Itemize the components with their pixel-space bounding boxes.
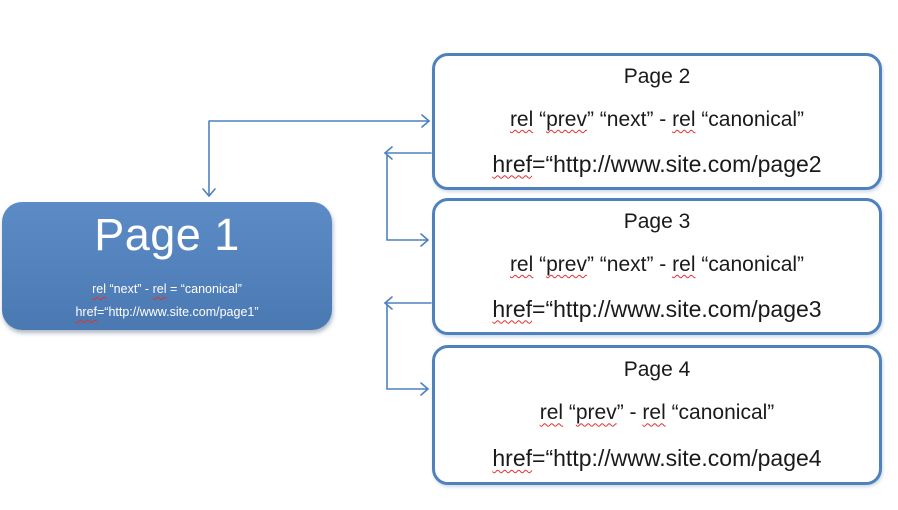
squiggle-word: rel	[92, 282, 107, 296]
page3-title: Page 3	[623, 210, 691, 234]
connector-page3-page4-line	[386, 304, 428, 390]
squiggle-word: rel	[509, 107, 534, 131]
page1-href-line: href=“http://www.site.com/page1”	[2, 301, 332, 324]
squiggle-word: rel	[642, 401, 666, 425]
text-segment: ” “next” -	[586, 107, 673, 131]
text-segment: “next” -	[106, 282, 153, 296]
text-segment: ” “next” -	[586, 252, 673, 276]
text-segment: “canonical”	[695, 107, 805, 131]
page1-box: Page 1 rel “next” - rel = “canonical” hr…	[2, 202, 332, 330]
squiggle-word: href	[492, 445, 533, 472]
page1-rel-line: rel “next” - rel = “canonical”	[2, 278, 332, 301]
text-segment: =“http://www.site.com/page2	[532, 150, 822, 177]
text-segment: “canonical”	[665, 401, 775, 425]
text-segment: =“http://www.site.com/page3	[532, 295, 822, 322]
page1-title: Page 1	[94, 209, 240, 260]
connector-page2-page3	[383, 146, 432, 247]
connector-page1-page2-line	[208, 120, 430, 195]
page4-href-line: href=“http://www.site.com/page4	[435, 445, 879, 472]
squiggle-word: href	[75, 305, 97, 319]
page4-box: Page 4 rel “prev” - rel “canonical” href…	[432, 345, 882, 485]
text-segment: “	[563, 401, 576, 425]
page2-box: Page 2 rel “prev” “next” - rel “canonica…	[432, 53, 882, 190]
text-segment: =“http://www.site.com/page4	[532, 445, 822, 472]
page3-rel-line: rel “prev” “next” - rel “canonical”	[435, 253, 879, 277]
text-segment: ” -	[616, 401, 643, 425]
squiggle-word: rel	[672, 252, 696, 276]
page2-rel-line: rel “prev” “next” - rel “canonical”	[435, 108, 879, 132]
connector-page3-page4	[383, 296, 432, 396]
squiggle-word: rel	[152, 282, 167, 296]
squiggle-word: rel	[509, 252, 534, 276]
squiggle-word: prev	[546, 252, 587, 276]
squiggle-word: href	[492, 295, 533, 322]
page3-box: Page 3 rel “prev” “next” - rel “canonica…	[432, 198, 882, 335]
squiggle-word: rel	[672, 107, 696, 131]
page2-title: Page 2	[623, 65, 691, 89]
squiggle-word: href	[492, 150, 533, 177]
squiggle-word: rel	[539, 401, 564, 425]
arrowhead-into-page4-icon	[420, 382, 430, 396]
arrowhead-into-page3-icon	[420, 233, 430, 247]
connector-page1-page2	[202, 114, 431, 198]
text-segment: =“http://www.site.com/page1”	[97, 305, 259, 319]
text-segment: “	[533, 107, 547, 131]
text-segment: “	[533, 252, 547, 276]
connector-page2-page3-line	[386, 154, 428, 241]
page4-title: Page 4	[623, 357, 691, 381]
arrowhead-into-page2-icon	[421, 114, 431, 128]
page4-rel-line: rel “prev” - rel “canonical”	[435, 401, 879, 425]
page3-href-line: href=“http://www.site.com/page3	[435, 296, 879, 323]
arrowhead-left-page2-icon	[383, 146, 393, 160]
arrowhead-left-page3-icon	[383, 296, 393, 310]
text-segment: “canonical”	[695, 252, 805, 276]
page2-href-line: href=“http://www.site.com/page2	[435, 151, 879, 178]
text-segment: = “canonical”	[166, 282, 242, 296]
arrowhead-into-page1-icon	[202, 188, 216, 198]
squiggle-word: prev	[546, 107, 587, 131]
squiggle-word: prev	[575, 401, 617, 425]
